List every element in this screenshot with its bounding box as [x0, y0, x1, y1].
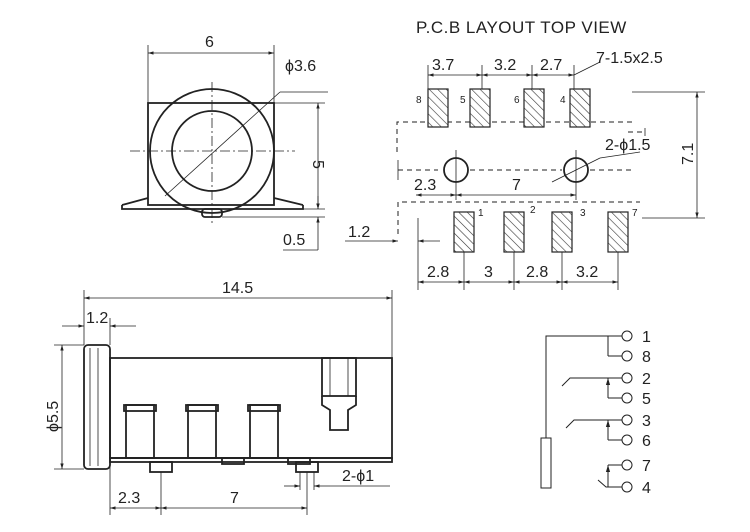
schematic-pin-1: 1 — [642, 329, 651, 346]
schematic: 1 8 2 5 3 6 7 4 — [540, 329, 651, 497]
plug-sleeve — [540, 437, 552, 489]
terminal-circle-4 — [621, 481, 633, 493]
peg-offset-label: 2.3 — [118, 490, 140, 507]
hole-diameter-label: 2-ϕ1.5 — [605, 137, 651, 154]
terminal-circle-7 — [621, 459, 633, 471]
total-height-label: 7.1 — [680, 143, 697, 165]
pad-number-1: 1 — [478, 208, 484, 219]
terminal-2 — [187, 404, 217, 459]
terminal-circle-6 — [621, 434, 633, 446]
schematic-pin-4: 4 — [642, 480, 651, 497]
terminal-3 — [249, 404, 279, 459]
switch-spring — [321, 357, 357, 397]
diameter-leader — [164, 91, 281, 197]
bottom-spacing-3-2: 3.2 — [576, 264, 598, 281]
spacing-2-7: 2.7 — [540, 57, 562, 74]
front-height-label: 5 — [309, 160, 326, 169]
pad-number-3: 3 — [580, 208, 586, 219]
pcb-layout-title: P.C.B LAYOUT TOP VIEW — [416, 18, 627, 37]
schematic-pin-7: 7 — [642, 458, 651, 475]
spacing-3-7: 3.7 — [432, 57, 454, 74]
pad-number-6: 6 — [514, 95, 520, 106]
pad-size-label: 7-1.5x2.5 — [596, 50, 663, 67]
jack-flange — [83, 344, 111, 470]
pad-number-8: 8 — [416, 95, 422, 106]
flange-width-label: 1.2 — [86, 310, 108, 327]
bottom-spacing-2-8-b: 2.8 — [526, 264, 548, 281]
schematic-pin-5: 5 — [642, 391, 651, 408]
terminal-circle-8 — [621, 350, 633, 362]
bottom-spacing-2-8-a: 2.8 — [427, 264, 449, 281]
spacing-3-2: 3.2 — [494, 57, 516, 74]
front-diameter-label: ϕ3.6 — [285, 58, 316, 75]
terminal-1 — [125, 404, 155, 459]
side-length-label: 14.5 — [222, 280, 253, 297]
peg-spacing-label: 7 — [230, 490, 239, 507]
schematic-pin-8: 8 — [642, 349, 651, 366]
pcb-layout: P.C.B LAYOUT TOP VIEW 3.7 3.2 2.7 7-1.5x… — [345, 18, 705, 290]
pad-number-2: 2 — [530, 205, 536, 216]
hole-spacing-label: 7 — [512, 177, 521, 194]
peg-diameter-label: 2-ϕ1 — [342, 468, 374, 485]
terminal-circle-1 — [621, 330, 633, 342]
side-view: 14.5 1.2 ϕ5.5 — [45, 280, 393, 515]
right-tab — [273, 197, 304, 206]
pad-number-4: 4 — [560, 95, 566, 106]
schematic-pin-6: 6 — [642, 433, 651, 450]
hole-offset-label: 2.3 — [414, 177, 436, 194]
left-tab — [121, 197, 149, 206]
side-diameter-label: ϕ5.5 — [45, 401, 62, 432]
schematic-pin-3: 3 — [642, 413, 651, 430]
front-offset-label: 0.5 — [283, 232, 305, 249]
edge-offset-label: 1.2 — [348, 224, 370, 241]
pad-number-5: 5 — [460, 95, 466, 106]
terminal-circle-5 — [621, 392, 633, 404]
schematic-pin-2: 2 — [642, 371, 651, 388]
terminal-circle-2 — [621, 372, 633, 384]
pad-number-7: 7 — [632, 208, 638, 219]
peg-left — [149, 461, 173, 473]
bottom-spacing-3: 3 — [484, 264, 493, 281]
terminal-circle-3 — [621, 414, 633, 426]
front-width-label: 6 — [205, 34, 214, 51]
front-view: 6 ϕ3.6 5 0.5 — [121, 34, 328, 251]
